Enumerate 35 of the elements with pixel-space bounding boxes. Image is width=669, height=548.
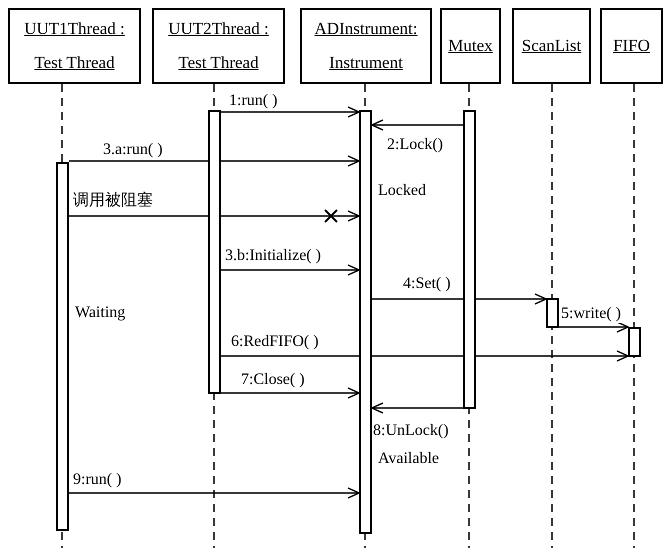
- activation-bar: [463, 110, 476, 409]
- message-arrow: [372, 293, 547, 305]
- message-arrow: [221, 350, 629, 362]
- message-label: 6:RedFIFO( ): [230, 333, 320, 351]
- message-arrow: [559, 321, 629, 333]
- activation-bar: [359, 110, 372, 534]
- message-arrow: [221, 106, 360, 118]
- message-label: 4:Set( ): [402, 275, 452, 293]
- message-arrow: [371, 119, 463, 131]
- message-label: 7:Close( ): [240, 371, 306, 389]
- message-label: 1:run( ): [228, 92, 278, 110]
- message-label: 5:write( ): [560, 305, 622, 323]
- object-box: UUT2Thread : Test Thread: [152, 8, 285, 84]
- message-label: 3.b:Initialize( ): [224, 247, 322, 265]
- activation-bar: [628, 327, 641, 357]
- message-arrow: [221, 387, 360, 399]
- object-box: UUT1Thread : Test Thread: [8, 8, 141, 84]
- activation-bar: [546, 298, 559, 328]
- state-label: Waiting: [74, 304, 126, 322]
- message-arrow: [69, 487, 360, 499]
- object-box: FIFO: [600, 8, 663, 84]
- message-arrow: [371, 402, 463, 414]
- message-label: 8:UnLock(): [372, 422, 450, 440]
- object-box: ScanList: [512, 8, 591, 84]
- message-arrow: [69, 210, 360, 222]
- message-label: 2:Lock(): [386, 136, 444, 154]
- message-label: 调用被阻塞: [72, 192, 154, 210]
- message-label: 3.a:run( ): [102, 141, 164, 159]
- message-arrow: [69, 155, 360, 167]
- object-box: ADInstrument: Instrument: [300, 8, 432, 84]
- message-arrow: [221, 264, 360, 276]
- message-label: 9:run( ): [72, 471, 122, 489]
- object-box: Mutex: [440, 8, 501, 84]
- activation-bar: [56, 162, 69, 531]
- activation-bar: [208, 110, 221, 394]
